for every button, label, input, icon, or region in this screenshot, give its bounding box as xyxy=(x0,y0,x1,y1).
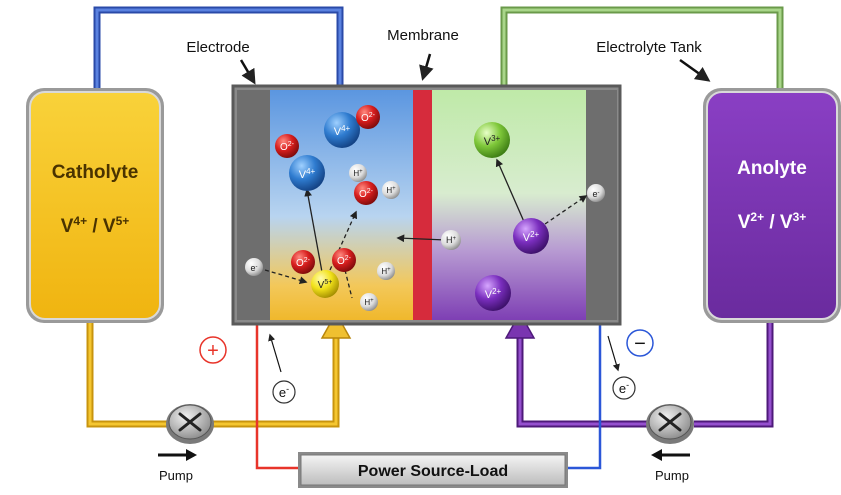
negative-electrode xyxy=(586,90,617,320)
electrode-label: Electrode xyxy=(186,39,249,56)
positive-terminal: + xyxy=(199,336,227,364)
svg-text:H+: H+ xyxy=(353,169,363,178)
particle-h-b: H+ xyxy=(382,181,400,199)
particle-v2-mid: V2+ xyxy=(513,218,549,254)
negative-terminal: − xyxy=(626,329,654,357)
svg-text:V3+: V3+ xyxy=(484,134,501,148)
pump-right[interactable] xyxy=(646,404,694,444)
pump-left-label: Pump xyxy=(159,468,193,483)
anolyte-ions: V2+ / V3+ xyxy=(738,210,807,233)
particle-o2-left: O2- xyxy=(275,134,299,158)
particle-v5: V5+ xyxy=(311,270,339,298)
particle-e-right: e- xyxy=(587,184,605,202)
particle-h-membrane: H+ xyxy=(441,230,461,250)
power-source-load: Power Source-Load xyxy=(298,452,568,488)
arrow-left-icon xyxy=(651,449,662,461)
pump-x-icon xyxy=(178,412,202,432)
svg-text:e-: e- xyxy=(619,380,629,396)
positive-electrode xyxy=(237,90,270,320)
particle-o2-low-a: O2- xyxy=(291,250,315,274)
negative-wire xyxy=(566,320,602,470)
electron-flow-right: e- xyxy=(607,335,636,400)
particle-o2-low-b: O2- xyxy=(332,248,356,272)
anolyte-title: Anolyte xyxy=(737,158,807,179)
svg-text:O2-: O2- xyxy=(361,112,376,124)
electron-flow-left: e- xyxy=(268,333,296,404)
pump-left-direction: Pump xyxy=(158,449,197,483)
pipe-purple xyxy=(504,311,774,428)
particle-o2-top: O2- xyxy=(356,105,380,129)
svg-text:O2-: O2- xyxy=(280,141,295,153)
pump-left[interactable] xyxy=(166,404,214,444)
positive-wire xyxy=(255,320,300,470)
reaction-arrows xyxy=(264,158,588,299)
catholyte-ions: V4+ / V5+ xyxy=(61,214,130,237)
pump-right-direction: Pump xyxy=(651,449,690,483)
pipe-yellow xyxy=(86,311,352,428)
particle-v4-mid: V4+ xyxy=(289,155,325,191)
svg-text:V5+: V5+ xyxy=(318,279,333,291)
catholyte-title: Catholyte xyxy=(52,162,139,183)
anolyte-tank: Anolyte V2+ / V3+ xyxy=(703,88,841,323)
svg-text:V2+: V2+ xyxy=(485,287,502,301)
pump-x-icon xyxy=(658,412,682,432)
particle-v4-top: V4+ xyxy=(324,112,360,148)
svg-text:e-: e- xyxy=(592,189,599,199)
svg-text:O2-: O2- xyxy=(337,255,352,267)
svg-text:V4+: V4+ xyxy=(299,167,316,181)
particle-v2-low: V2+ xyxy=(475,275,511,311)
electrolyte-tank-label: Electrolyte Tank xyxy=(596,39,702,56)
membrane-label: Membrane xyxy=(387,27,459,44)
particle-h-d: H+ xyxy=(360,293,378,311)
particle-h-c: H+ xyxy=(377,262,395,280)
svg-text:H+: H+ xyxy=(381,267,391,276)
svg-text:V4+: V4+ xyxy=(334,124,351,138)
catholyte-tank: Catholyte V4+ / V5+ xyxy=(26,88,164,323)
cell xyxy=(231,84,622,326)
pump-right-label: Pump xyxy=(655,468,689,483)
svg-text:H+: H+ xyxy=(446,235,457,245)
particle-h-a: H+ xyxy=(349,164,367,182)
svg-text:O2-: O2- xyxy=(296,257,311,269)
svg-text:+: + xyxy=(207,340,219,362)
particle-o2-mid: O2- xyxy=(354,181,378,205)
membrane xyxy=(413,90,432,320)
svg-text:e-: e- xyxy=(279,384,289,400)
negative-half-cell xyxy=(432,90,586,320)
arrow-right-icon xyxy=(186,449,197,461)
power-source-label: Power Source-Load xyxy=(358,463,508,480)
label-pointers xyxy=(239,53,711,85)
svg-text:−: − xyxy=(634,333,646,355)
svg-text:V2+: V2+ xyxy=(523,230,540,244)
svg-text:e-: e- xyxy=(250,263,257,273)
svg-text:O2-: O2- xyxy=(359,188,374,200)
particle-e-left: e- xyxy=(245,258,263,276)
svg-text:H+: H+ xyxy=(364,298,374,307)
svg-text:H+: H+ xyxy=(386,186,396,195)
particle-v3: V3+ xyxy=(474,122,510,158)
